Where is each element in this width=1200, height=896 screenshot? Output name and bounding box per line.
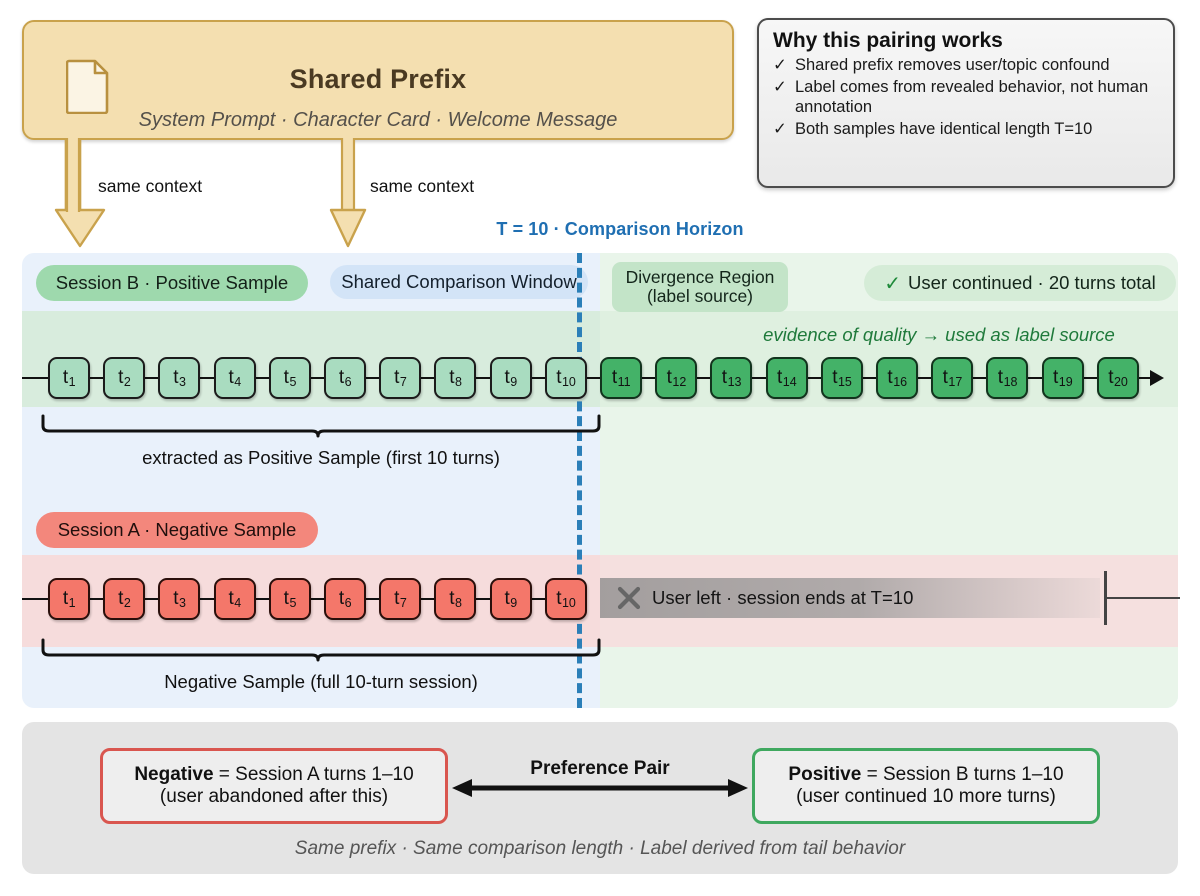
positive-sample-pill: Positive = Session B turns 1–10 (user co… — [752, 748, 1100, 824]
positive-pill-line1: Positive = Session B turns 1–10 — [788, 764, 1063, 786]
evidence-note: evidence of quality → used as label sour… — [763, 324, 1115, 345]
list-item-label: Shared prefix removes user/topic confoun… — [795, 56, 1110, 74]
context-arrow-left — [54, 138, 106, 248]
negative-sample-pill: Negative = Session A turns 1–10 (user ab… — [100, 748, 448, 824]
why-card-list: ✓ Shared prefix removes user/topic confo… — [773, 56, 1159, 139]
list-item: ✓ Both samples have identical length T=1… — [773, 120, 1159, 139]
session-a-chip: Session A · Negative Sample — [36, 512, 318, 548]
negative-bracket — [41, 638, 601, 662]
shared-window-chip: Shared Comparison Window — [330, 265, 588, 299]
user-continued-chip: ✓ User continued · 20 turns total — [864, 265, 1176, 301]
user-left-label: User left · session ends at T=10 — [652, 587, 914, 608]
x-icon — [617, 586, 641, 610]
context-label-right: same context — [370, 176, 475, 196]
check-icon: ✓ — [884, 272, 901, 295]
negative-pill-line2: (user abandoned after this) — [159, 786, 389, 807]
list-item-label: Both samples have identical length T=10 — [795, 119, 1093, 138]
divergence-region-chip: Divergence Region (label source) — [612, 262, 788, 312]
user-continued-label: User continued · 20 turns total — [907, 272, 1156, 293]
page-title: Shared Prefix — [289, 64, 467, 94]
positive-pill-line2: (user continued 10 more turns) — [796, 786, 1056, 807]
why-pairing-works-card: Why this pairing works ✓ Shared prefix r… — [757, 18, 1175, 188]
negative-pill-rest: = Session A turns 1–10 — [213, 763, 414, 785]
document-icon — [66, 59, 109, 114]
check-icon: ✓ — [773, 56, 787, 74]
check-icon: ✓ — [773, 119, 787, 138]
context-arrow-right — [329, 138, 367, 248]
why-card-title: Why this pairing works — [773, 29, 1003, 52]
horizon-divider — [577, 253, 582, 708]
check-icon: ✓ — [773, 78, 787, 97]
negative-pill-strong: Negative — [134, 763, 214, 785]
prefix-subtitle: System Prompt · Character Card · Welcome… — [138, 109, 618, 131]
summary-footer: Same prefix · Same comparison length · L… — [294, 838, 906, 859]
timeline-panel — [22, 253, 1178, 708]
positive-bracket — [41, 414, 601, 438]
list-item-label: Label comes from revealed behavior, not … — [795, 78, 1149, 116]
positive-pill-strong: Positive — [788, 763, 862, 785]
context-label-left: same context — [98, 176, 203, 196]
negative-pill-line1: Negative = Session A turns 1–10 — [134, 764, 413, 786]
negative-bracket-caption: Negative Sample (full 10-turn session) — [164, 671, 478, 692]
divergence-chip-line1: Divergence Region — [625, 266, 775, 287]
divergence-chip-line2: (label source) — [646, 286, 754, 306]
user-left-banner: User left · session ends at T=10 — [600, 578, 1100, 618]
positive-pill-rest: = Session B turns 1–10 — [861, 763, 1064, 785]
shared-prefix-banner: Shared Prefix System Prompt · Character … — [22, 20, 734, 140]
comparison-horizon-label: T = 10 · Comparison Horizon — [496, 219, 744, 239]
session-end-line — [1104, 597, 1180, 600]
list-item: ✓ Label comes from revealed behavior, no… — [773, 78, 1159, 117]
timeline-axis-arrow — [1150, 370, 1164, 386]
list-item: ✓ Shared prefix removes user/topic confo… — [773, 56, 1159, 75]
preference-pair-label: Preference Pair — [530, 758, 670, 779]
preference-pair-arrow — [452, 779, 748, 797]
positive-bracket-caption: extracted as Positive Sample (first 10 t… — [142, 447, 500, 468]
session-b-chip: Session B · Positive Sample — [36, 265, 308, 301]
